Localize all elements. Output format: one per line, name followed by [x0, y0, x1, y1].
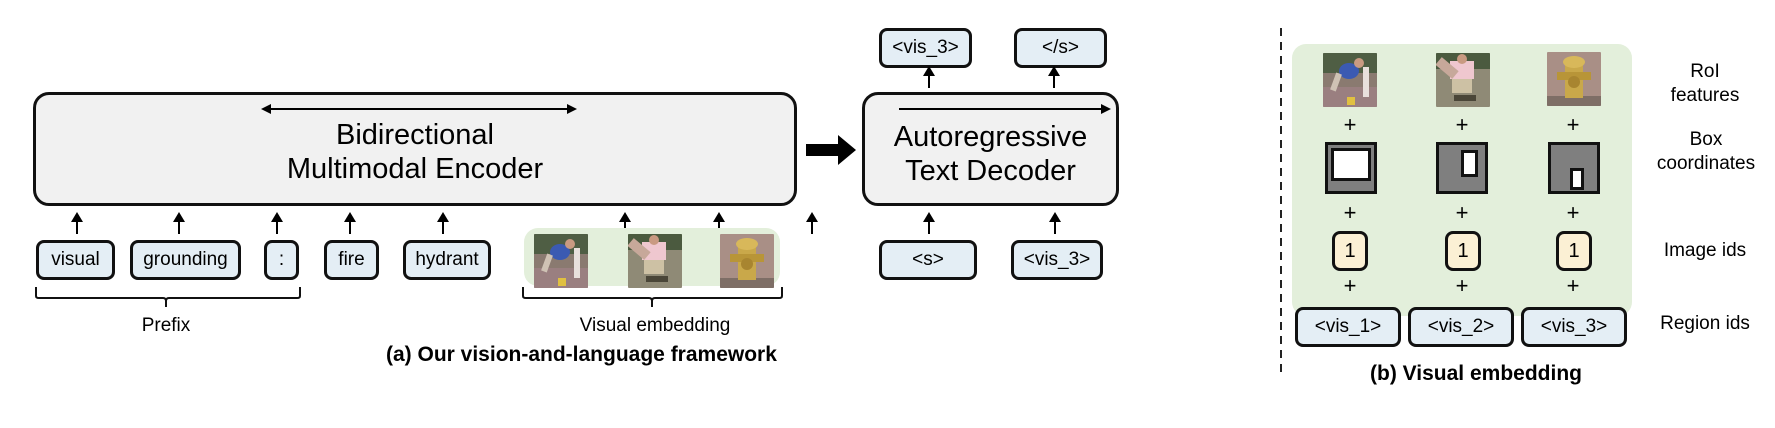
prefix-label: Prefix — [141, 315, 191, 336]
plus-sign: + — [1343, 200, 1357, 225]
box-label-line2: coordinates — [1656, 153, 1756, 174]
decoder-output-token: </s> — [1014, 28, 1107, 68]
panel-b-caption: (b) Visual embedding — [1370, 362, 1582, 385]
box-coordinates-icon — [1436, 142, 1488, 194]
prefix-brace-icon — [35, 287, 301, 307]
roi-person-jumping-image — [1323, 53, 1377, 107]
region-ids-label: Region ids — [1660, 313, 1750, 334]
encoder-to-decoder-arrow-icon — [806, 135, 856, 165]
person-walking-image — [628, 234, 682, 288]
encoder-input-token: visual — [36, 240, 115, 280]
encoder-input-token: : — [264, 240, 299, 280]
panel-a-caption: (a) Our vision-and-language framework — [386, 343, 777, 366]
roi-label-line1: RoI — [1690, 61, 1720, 82]
region-id-token: <vis_1> — [1295, 307, 1401, 347]
input-arrow-icon — [923, 212, 935, 234]
image-id-token: 1 — [1332, 231, 1368, 271]
input-arrow-icon — [344, 212, 356, 234]
box-coordinates-icon — [1548, 142, 1600, 194]
plus-sign: + — [1455, 112, 1469, 137]
decoder-title-line1: Autoregressive — [893, 121, 1088, 153]
roi-label-line2: features — [1670, 85, 1740, 106]
plus-sign: + — [1566, 112, 1580, 137]
encoder-input-token: grounding — [130, 240, 241, 280]
input-arrow-icon — [71, 212, 83, 234]
region-id-token: <vis_2> — [1408, 307, 1514, 347]
roi-fire-hydrant-image — [1547, 52, 1601, 106]
input-arrow-icon — [437, 212, 449, 234]
image-id-token: 1 — [1556, 231, 1592, 271]
roi-features-label: RoI features — [1640, 60, 1770, 108]
output-arrow-icon — [923, 66, 935, 88]
encoder-input-token: hydrant — [403, 240, 491, 280]
decoder-output-token: <vis_3> — [879, 28, 972, 68]
roi-person-walking-image — [1436, 53, 1490, 107]
plus-sign: + — [1566, 200, 1580, 225]
decoder-input-token: <vis_3> — [1011, 240, 1103, 280]
visual-embedding-brace-icon — [522, 287, 783, 307]
input-arrow-icon — [806, 212, 818, 234]
box-coordinates-label: Box coordinates — [1637, 128, 1775, 176]
plus-sign: + — [1343, 273, 1357, 298]
plus-sign: + — [1455, 200, 1469, 225]
input-arrow-icon — [271, 212, 283, 234]
output-arrow-icon — [1048, 66, 1060, 88]
decoder-title-line2: Text Decoder — [905, 155, 1076, 187]
image-id-token: 1 — [1445, 231, 1481, 271]
encoder-title-line2: Multimodal Encoder — [286, 153, 544, 185]
bidirectional-encoder-box: Bidirectional Multimodal Encoder — [33, 92, 797, 206]
encoder-input-token: fire — [324, 240, 379, 280]
fire-hydrant-image — [720, 234, 774, 288]
panel-divider — [1280, 28, 1282, 374]
image-ids-label: Image ids — [1663, 240, 1747, 261]
input-arrow-icon — [713, 212, 725, 234]
left-to-right-arrow-icon — [899, 104, 1111, 114]
box-label-line1: Box — [1689, 129, 1723, 150]
plus-sign: + — [1343, 112, 1357, 137]
box-coordinates-icon — [1325, 142, 1377, 194]
region-id-token: <vis_3> — [1521, 307, 1627, 347]
input-arrow-icon — [1049, 212, 1061, 234]
encoder-title-line1: Bidirectional — [336, 119, 494, 151]
person-jumping-image — [534, 234, 588, 288]
autoregressive-decoder-box: Autoregressive Text Decoder — [862, 92, 1119, 206]
bidirectional-arrow-icon — [261, 104, 577, 114]
plus-sign: + — [1566, 273, 1580, 298]
decoder-input-token: <s> — [879, 240, 977, 280]
input-arrow-icon — [619, 212, 631, 234]
input-arrow-icon — [173, 212, 185, 234]
visual-embedding-block — [524, 228, 780, 288]
plus-sign: + — [1455, 273, 1469, 298]
visual-embedding-label: Visual embedding — [579, 315, 731, 336]
